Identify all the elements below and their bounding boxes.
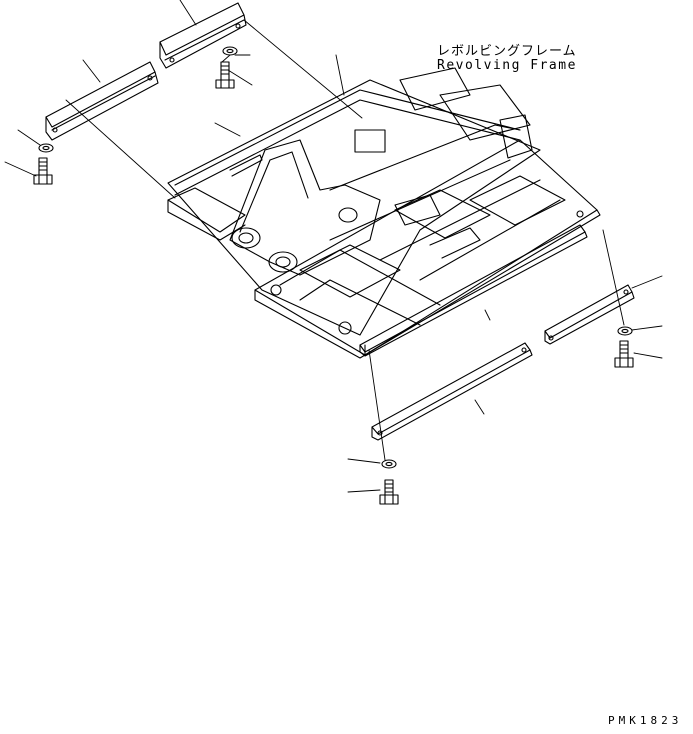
swing-pin-hole xyxy=(339,208,357,222)
frame-block xyxy=(355,130,385,152)
washer-left xyxy=(39,144,53,152)
frame-deck-panel xyxy=(470,176,565,225)
boom-bracket xyxy=(230,140,380,275)
leader-line xyxy=(215,123,240,136)
leader-lines xyxy=(5,0,662,492)
leader-line xyxy=(5,162,36,176)
cover-bottom-long xyxy=(372,343,532,440)
leader-line xyxy=(83,60,100,82)
bolt-top xyxy=(216,62,234,88)
frame-top-bracket xyxy=(400,68,470,110)
cover-top-left xyxy=(160,3,246,68)
washer-right xyxy=(618,327,632,335)
frame-front-box xyxy=(168,188,245,232)
leader-line xyxy=(632,276,662,288)
washer-icon xyxy=(223,47,237,55)
leader-line xyxy=(228,70,252,85)
frame-top-bracket xyxy=(440,85,530,140)
leader-line xyxy=(348,490,380,492)
bolt-head-icon xyxy=(615,358,633,367)
frame-hole xyxy=(271,285,281,295)
leader-line xyxy=(66,100,175,198)
leader-line xyxy=(180,0,196,25)
washer-icon xyxy=(382,460,396,468)
assembly-line xyxy=(222,55,230,62)
washer-icon xyxy=(39,144,53,152)
cover-plate xyxy=(46,62,155,127)
frame-title-en: Revolving Frame xyxy=(437,58,577,73)
frame-lower-deck-edge xyxy=(255,210,600,358)
cover-bottom-short xyxy=(545,285,634,344)
frame-block xyxy=(395,195,440,225)
leader-line xyxy=(485,310,490,320)
frame-side-plate xyxy=(500,115,532,158)
boom-pin-boss xyxy=(232,228,260,248)
frame-hole xyxy=(577,211,583,217)
assembly-line xyxy=(603,230,624,325)
washer-bottom xyxy=(382,460,396,468)
leader-line xyxy=(336,55,344,95)
cover-plate xyxy=(372,343,530,434)
leader-line xyxy=(634,353,662,358)
leader-line xyxy=(348,459,380,463)
boom-pin-boss xyxy=(269,252,297,272)
bolt-head-icon xyxy=(34,175,52,184)
assembly-line xyxy=(369,350,385,460)
leader-line xyxy=(18,130,40,145)
leader-line xyxy=(632,326,662,330)
washer-top xyxy=(223,47,237,55)
frame-deck-panel xyxy=(300,245,400,297)
cover-plate xyxy=(545,285,632,338)
frame-title-jp: レボルビングフレーム xyxy=(437,44,577,59)
drawing-code: PMK1823 xyxy=(608,714,683,727)
bolt-bottom xyxy=(380,480,398,504)
cover-mid-left xyxy=(46,62,158,140)
washer-icon xyxy=(618,327,632,335)
frame-deck-outline xyxy=(168,80,540,335)
frame-hole xyxy=(339,322,351,334)
bolt-left xyxy=(34,158,52,184)
leader-line xyxy=(475,400,484,414)
revolving-frame xyxy=(168,68,600,358)
bolt-head-icon xyxy=(216,80,234,88)
bolt-head-icon xyxy=(380,495,398,504)
bolt-shank-icon xyxy=(221,62,229,80)
bolt-right xyxy=(615,341,633,367)
cover-under-deck xyxy=(360,225,587,356)
leader-line xyxy=(244,20,362,118)
